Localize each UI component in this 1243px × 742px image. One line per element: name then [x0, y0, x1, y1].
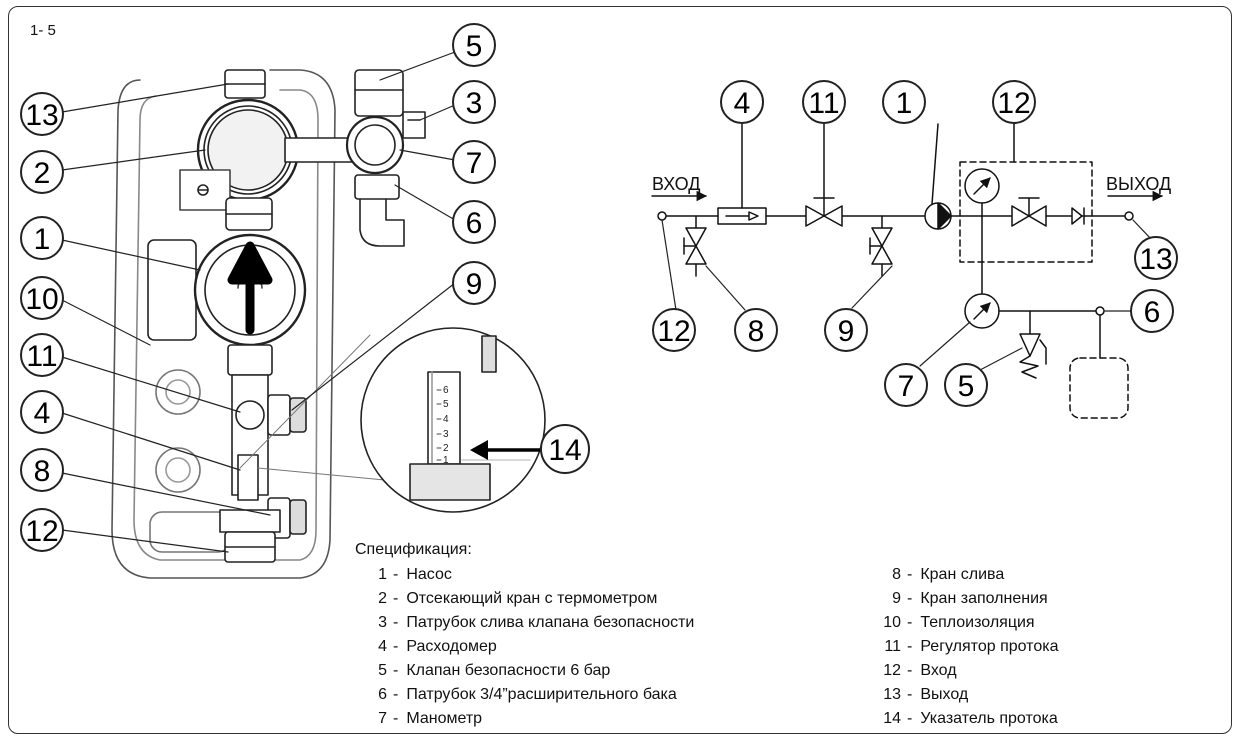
svg-text:13: 13: [25, 99, 58, 132]
svg-text:4: 4: [34, 397, 51, 430]
gauge-tick-6: 6: [443, 385, 449, 396]
schematic-labels: ВХОД ВЫХОД: [652, 174, 1171, 194]
callout-12: 12: [20, 508, 64, 552]
svg-text:10: 10: [25, 283, 58, 316]
svg-text:9: 9: [838, 315, 855, 348]
sch-callout-9: 9: [824, 308, 868, 352]
callout-1: 1: [20, 216, 64, 260]
spec-item: 13-Выход: [883, 686, 969, 703]
flow-indicator-arrow: [470, 440, 542, 460]
callout-3: 3: [452, 80, 496, 124]
svg-text:11: 11: [26, 340, 57, 373]
svg-text:5: 5: [466, 30, 483, 63]
callout-8: 8: [20, 448, 64, 492]
spec-item: 4-Расходомер: [378, 638, 497, 655]
callout-13: 13: [20, 92, 64, 136]
svg-text:8: 8: [34, 455, 51, 488]
svg-text:1: 1: [34, 223, 51, 256]
callout-6: 6: [452, 200, 496, 244]
gauge-tick-2: 2: [443, 443, 449, 454]
spec-item: 6-Патрубок 3/4”расширительного бака: [378, 686, 677, 703]
svg-text:12: 12: [657, 315, 690, 348]
callout-11: 11: [20, 333, 64, 377]
gauge-tick-1: 1: [443, 455, 449, 466]
hydraulic-schematic: [651, 123, 1164, 419]
callout-7: 7: [452, 140, 496, 184]
svg-text:7: 7: [898, 370, 915, 403]
spec-item: 14-Указатель протока: [883, 710, 1058, 727]
outlet-label: ВЫХОД: [1106, 174, 1171, 194]
sch-callout-12-inlet: 12: [652, 308, 696, 352]
sch-callout-12-box: 12: [992, 80, 1036, 124]
svg-text:4: 4: [734, 87, 751, 120]
spec-item: 9-Кран заполнения: [892, 590, 1048, 607]
svg-text:12: 12: [997, 87, 1030, 120]
sch-callout-4: 4: [720, 80, 764, 124]
svg-text:7: 7: [466, 147, 483, 180]
svg-text:3: 3: [466, 87, 483, 120]
callout-4: 4: [20, 390, 64, 434]
spec-item: 12-Вход: [883, 662, 957, 679]
callout-9: 9: [452, 261, 496, 305]
sch-callout-13: 13: [1134, 236, 1178, 280]
flow-direction-arrow: [227, 241, 273, 335]
pump-group-drawing: [111, 69, 546, 579]
spec-item: 11-Регулятор протока: [884, 638, 1059, 655]
figure-label: 1- 5: [30, 22, 56, 39]
sch-callout-11: 11: [802, 80, 846, 124]
sch-callout-5: 5: [944, 363, 988, 407]
spec-list-left: 1-Насос 2-Отсекающий кран с термометром …: [375, 563, 694, 731]
figure-frame: [8, 6, 1232, 734]
sch-callout-6: 6: [1130, 289, 1174, 333]
sch-callout-7: 7: [884, 363, 928, 407]
spec-item: 3-Патрубок слива клапана безопасности: [378, 614, 695, 631]
svg-text:5: 5: [958, 370, 975, 403]
photo-leaders: [61, 51, 456, 553]
gauge-tick-3: 3: [443, 429, 449, 440]
callout-14: 14: [540, 424, 590, 474]
svg-text:6: 6: [466, 207, 483, 240]
svg-text:1: 1: [896, 87, 913, 120]
photo-callouts: 13 2 1 10 11 4 8 12 5 3 7 6 9 14: [20, 23, 590, 552]
spec-item: 10-Теплоизоляция: [883, 614, 1035, 631]
spec-item: 7-Манометр: [378, 710, 483, 727]
svg-text:11: 11: [808, 87, 839, 120]
callout-10: 10: [20, 276, 64, 320]
svg-text:2: 2: [34, 157, 51, 190]
svg-text:6: 6: [1144, 296, 1161, 329]
gauge-scale: 6 5 4 3 2 1: [436, 385, 449, 466]
svg-text:12: 12: [25, 515, 58, 548]
spec-title: Спецификация:: [355, 541, 472, 558]
svg-text:9: 9: [466, 268, 483, 301]
gauge-tick-4: 4: [443, 414, 449, 425]
callout-2: 2: [20, 150, 64, 194]
schematic-callouts: 4 11 1 12 12 8 9 7 5 6 13: [652, 80, 1178, 407]
sch-callout-8: 8: [734, 308, 778, 352]
spec-item: 8-Кран слива: [892, 566, 1005, 583]
spec-item: 1-Насос: [378, 566, 452, 583]
gauge-tick-5: 5: [443, 399, 449, 410]
inlet-label: ВХОД: [652, 174, 700, 194]
svg-text:8: 8: [748, 315, 765, 348]
sch-callout-1: 1: [882, 80, 926, 124]
insulation-shell: [111, 69, 336, 579]
svg-text:14: 14: [548, 434, 581, 467]
spec-list-right: 8-Кран слива 9-Кран заполнения 10-Теплои…: [877, 563, 1058, 731]
spec-item: 2-Отсекающий кран с термометром: [378, 590, 658, 607]
spec-item: 5-Клапан безопасности 6 бар: [378, 662, 611, 679]
callout-5: 5: [452, 23, 496, 67]
svg-text:13: 13: [1139, 243, 1172, 276]
schematic-leaders: [661, 219, 1153, 371]
